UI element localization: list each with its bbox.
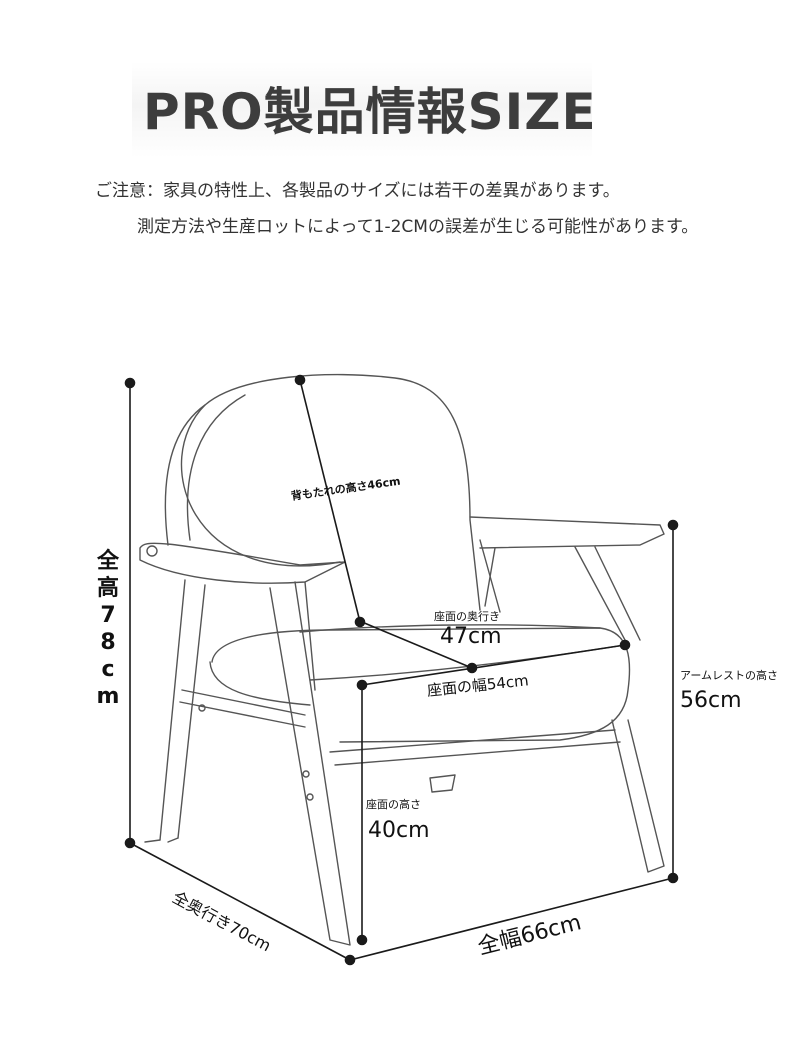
marker-dot [356,679,368,691]
seat-width-line [361,644,626,686]
total-height-char: 全 [96,549,119,574]
seat-height-value: 40cm [368,818,430,843]
width-line [349,877,674,961]
marker-dot [667,519,679,531]
marker-dot [344,954,356,966]
marker-dot [124,837,136,849]
dimension-lines [124,374,679,966]
marker-dot [356,934,368,946]
total-height-char: 8 [100,630,116,655]
marker-dot [294,374,306,386]
notice-line-1: ご注意：家具の特性上、各製品のサイズには若干の差異があります。 [95,181,620,201]
notice-line-2: 測定方法や生産ロットによって1-2CMの誤差が生じる可能性があります。 [137,217,699,237]
total-height-char: 高 [96,576,119,601]
seat-height-label: 座面の高さ [366,798,421,811]
marker-dot [124,377,136,389]
backrest-line [299,379,361,623]
seat-depth-label: 座面の奥行き [434,610,500,623]
total-height-char: m [96,684,120,709]
chair-outline [139,373,665,946]
page-title: PRO製品情報SIZE [143,83,597,141]
armrest-height-label: アームレストの高さ [680,669,779,682]
seat-depth-value: 47cm [440,624,502,649]
armrest-height-value: 56cm [680,688,742,713]
marker-dot [667,872,679,884]
title-background [132,62,592,158]
total-height-char: c [101,657,115,682]
marker-dot [466,662,478,674]
total-height-label: 全 高 7 8 c m [95,548,121,710]
depth-line [129,842,351,961]
marker-dot [354,616,366,628]
total-height-char: 7 [100,603,116,628]
marker-dot [619,639,631,651]
seat-depth-line [361,621,473,669]
